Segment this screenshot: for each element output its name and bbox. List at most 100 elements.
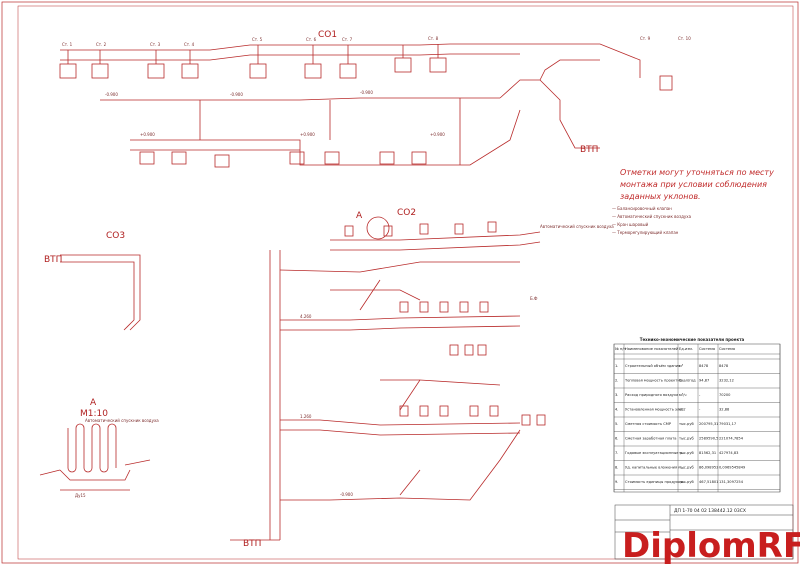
svg-text:Автоматический спускник воздух: Автоматический спускник воздуха — [85, 418, 159, 423]
svg-text:Ду15: Ду15 — [75, 493, 86, 498]
table-cell: 86,098953 — [699, 466, 718, 470]
detail-a-title: А — [90, 398, 97, 408]
tech-economic-table: Технико-экономические показатели проекта… — [613, 337, 781, 493]
table-cell: - — [699, 408, 701, 412]
table-cell: Уд. капитальные вложения н… — [625, 466, 685, 470]
table-cell: тыс.руб — [679, 466, 694, 470]
table-cell: 131,3097254 — [719, 480, 744, 484]
table-cell: Строительный объём здания — [625, 364, 680, 368]
svg-text:Ст. 8: Ст. 8 — [428, 36, 439, 41]
table-cell: Сметная заработная плата — [625, 437, 677, 441]
svg-text:Ст. 2: Ст. 2 — [96, 42, 107, 47]
svg-text:Ст. 4: Ст. 4 — [184, 42, 195, 47]
co1-label: СО1 — [318, 30, 337, 40]
table-cell: 4. — [615, 408, 618, 412]
table-cell: 467,51801 — [699, 480, 718, 484]
svg-text:— Кран шаровый: — Кран шаровый — [612, 222, 649, 227]
table-cell: тыс.руб — [679, 480, 694, 484]
table-cell: 427974,83 — [719, 451, 738, 455]
svg-text:Ст. 9: Ст. 9 — [640, 36, 651, 41]
svg-text:— Терморегулирующий клапан: — Терморегулирующий клапан — [612, 230, 679, 235]
svg-text:-0.900: -0.900 — [230, 92, 243, 97]
table-cell: 200795,31 — [699, 422, 718, 426]
table-cell: Установленная мощность эле… — [625, 408, 685, 412]
svg-text:Ст. 3: Ст. 3 — [150, 42, 161, 47]
co1-schematic — [59, 43, 673, 168]
table-cell: тыс.руб — [679, 451, 694, 455]
table-cell: Гкал/год — [679, 379, 696, 383]
table-header-cell: Ед.изм. — [679, 347, 693, 351]
title-block — [614, 504, 794, 560]
table-cell: 8478 — [699, 364, 709, 368]
table-cell: 0,0969545849 — [719, 466, 746, 470]
inner-frame — [17, 5, 794, 560]
svg-text:Ст. 1: Ст. 1 — [62, 42, 73, 47]
stamp-code: ДП 1-70 04 02 138442.12 03СХ — [674, 508, 746, 514]
svg-text:Б.Ф: Б.Ф — [530, 296, 538, 301]
svg-text:— Автоматический спускник возд: — Автоматический спускник воздуха — [612, 214, 692, 219]
table-cell: 7. — [615, 451, 618, 455]
svg-text:монтажа при условии соблюдения: монтажа при условии соблюдения — [620, 180, 767, 189]
table-cell: 6. — [615, 437, 618, 441]
table-cell: 2589590,5 — [699, 437, 718, 441]
table-title: Технико-экономические показатели проекта — [640, 337, 745, 342]
watermark-logo: DiplomRF.ru — [622, 526, 800, 566]
table-cell: 70200 — [719, 393, 731, 397]
svg-text:+0.900: +0.900 — [140, 132, 155, 137]
table-cell: тыс.руб — [679, 437, 694, 441]
vtp-label-left: ВТП — [44, 255, 62, 265]
svg-text:Ст. 5: Ст. 5 — [252, 37, 263, 42]
installation-note: Отметки могут уточняться по месту монтаж… — [620, 168, 774, 201]
table-cell: 3232,12 — [719, 379, 734, 383]
table-header-cell: Наименование показателей — [625, 347, 679, 351]
svg-text:Отметки могут уточняться по ме: Отметки могут уточняться по месту — [620, 168, 774, 177]
co2-schematic — [230, 216, 546, 541]
table-cell: Сметная стоимость СМР — [625, 422, 672, 426]
svg-text:-0.900: -0.900 — [360, 90, 373, 95]
table-cell: 8. — [615, 466, 618, 470]
detail-a-scale: М1:10 — [80, 409, 108, 419]
table-cell: - — [699, 393, 701, 397]
table-cell: Тепловая мощность проектир… — [624, 379, 686, 383]
table-cell: кВт — [679, 408, 686, 412]
table-cell: 8478 — [719, 364, 729, 368]
table-header-cell: Система — [719, 347, 735, 351]
table-cell: м³/ч — [679, 393, 687, 397]
table-header-cell: № п/п — [615, 347, 626, 351]
table-cell: м³ — [679, 364, 684, 368]
svg-text:+0.900: +0.900 — [300, 132, 315, 137]
svg-text:4.260: 4.260 — [300, 314, 312, 319]
table-cell: Годовые эксплуатационные р… — [625, 451, 686, 455]
svg-text:+0.900: +0.900 — [430, 132, 445, 137]
table-cell: 94,87 — [699, 379, 709, 383]
svg-text:Автоматический спускник воздух: Автоматический спускник воздуха — [540, 224, 614, 229]
annotations: Ст. 1 Ст. 2 Ст. 3 Ст. 4 Ст. 5 Ст. 6 Ст. 7 Ст… — [62, 36, 692, 498]
svg-text:-0.900: -0.900 — [340, 492, 353, 497]
table-cell: тыс.руб — [679, 422, 694, 426]
vtp-label-top: ВТП — [580, 145, 598, 155]
svg-text:Ст. 6: Ст. 6 — [306, 37, 317, 42]
vtp-label-bottom: ВТП — [243, 539, 261, 549]
table-cell: 221074,7854 — [719, 437, 744, 441]
table-cell: Стоимость единицы продукци… — [625, 480, 687, 484]
table-cell: 81562,31 — [699, 451, 716, 455]
svg-text:Ст. 7: Ст. 7 — [342, 37, 353, 42]
svg-text:1.260: 1.260 — [300, 414, 312, 419]
co3-label: СО3 — [106, 231, 125, 241]
table-cell: 9. — [615, 480, 618, 484]
table-cell: 79031,17 — [719, 422, 736, 426]
svg-text:-0.900: -0.900 — [105, 92, 118, 97]
co3-schematic — [60, 254, 141, 331]
svg-text:заданных уклонов.: заданных уклонов. — [620, 192, 701, 201]
co2-label: СО2 — [397, 208, 416, 218]
table-cell: 1. — [615, 364, 618, 368]
table-cell: 32,88 — [719, 408, 730, 412]
table-cell: Расход природного воздуха … — [625, 393, 683, 397]
table-cell: 5. — [615, 422, 618, 426]
node-a-marker: А — [356, 211, 363, 221]
table-cell: 2. — [615, 379, 618, 383]
detail-a-radiator — [39, 423, 151, 491]
